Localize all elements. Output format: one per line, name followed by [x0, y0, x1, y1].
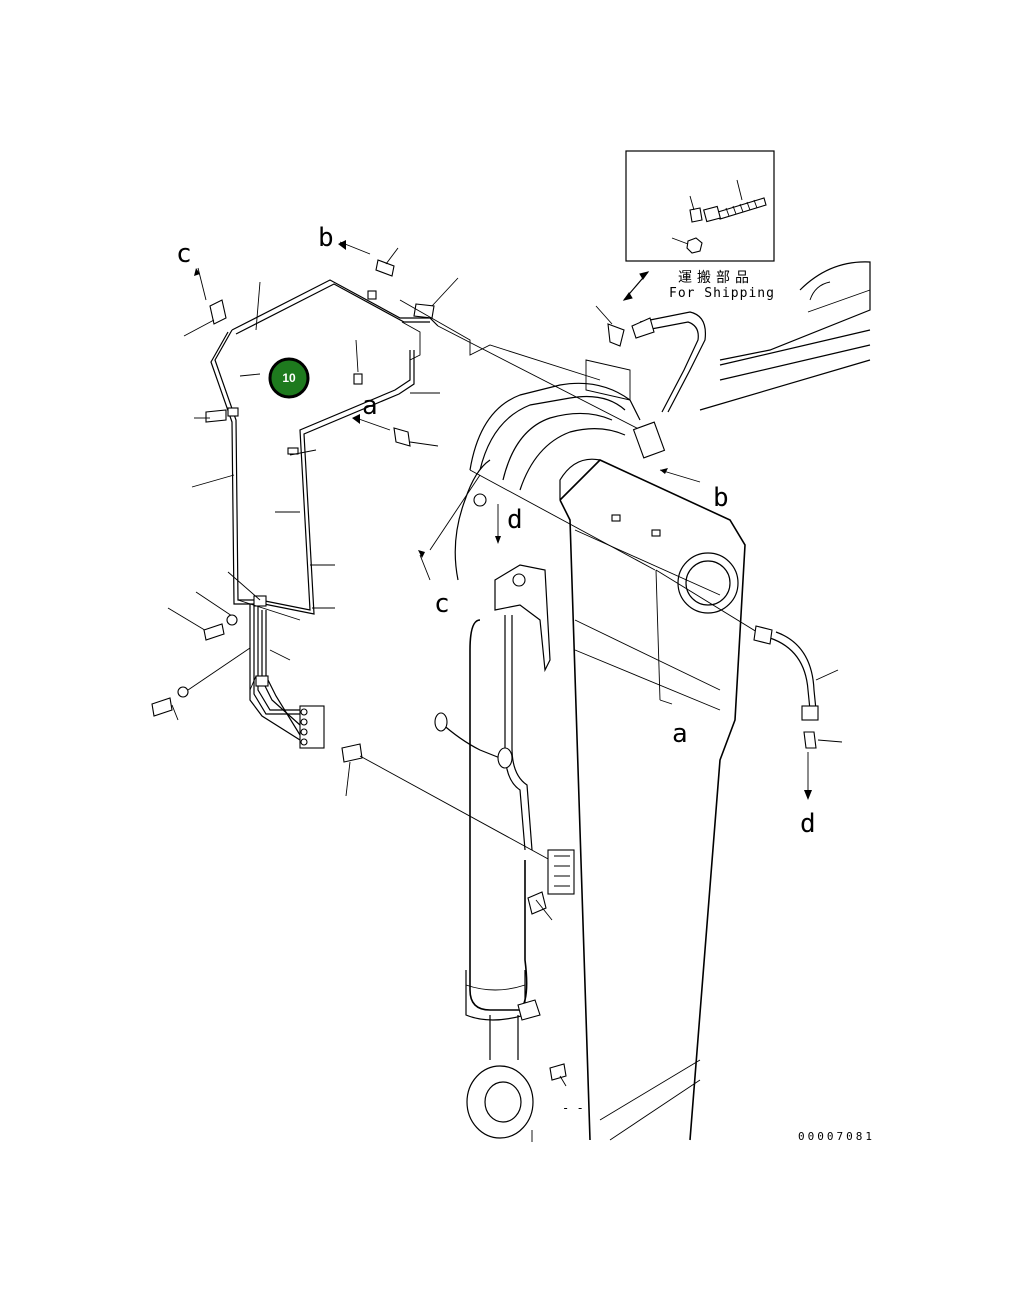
ref-letter-a-top: a: [362, 391, 378, 421]
manifold-block: [632, 421, 666, 459]
inset-frame: [625, 150, 775, 262]
arrows: [194, 240, 701, 705]
fitting-c: [209, 299, 227, 325]
part-number: 00007081: [798, 1130, 875, 1143]
elbow-fitting: [607, 323, 625, 347]
callout-label[interactable]: 10: [282, 371, 296, 385]
leader-to-block: [359, 755, 551, 861]
callout-circle[interactable]: [268, 357, 310, 399]
fitting-bottom-left: [341, 743, 363, 763]
hose-end-fitting: [801, 705, 819, 721]
rod-eye: [466, 1065, 534, 1139]
clamp-block: [547, 849, 575, 895]
piping-assembly: [151, 247, 771, 1142]
fitting-a: [393, 427, 411, 447]
callout-10[interactable]: 10: [268, 357, 310, 399]
inset-nut: [686, 237, 703, 254]
boom-bore-inner: [685, 560, 731, 606]
cylinder-top: [719, 261, 871, 361]
cylinder-body: [469, 619, 528, 1011]
fitting-b: [375, 259, 395, 277]
shipping-inset: 運搬部品 For Shipping: [622, 150, 775, 301]
ref-letter-c-top: c: [176, 239, 192, 269]
ref-letter-d-mid: d: [507, 505, 523, 535]
ref-letter-a-bottom: a: [672, 719, 688, 749]
fitting-top-right: [413, 303, 435, 319]
boom-bracket: [494, 564, 551, 673]
boom-plate-left: [559, 499, 591, 1141]
ref-letter-d-right: d: [800, 809, 816, 839]
ref-letter-b-top: b: [318, 223, 334, 253]
ref-letter-b-right: b: [713, 483, 729, 513]
bolt-upper: [203, 623, 225, 641]
inset-hose-fitting: [703, 205, 721, 223]
inset-label-en: For Shipping: [669, 286, 775, 301]
ref-letter-c-mid: c: [434, 589, 450, 619]
inset-label-jp: 運搬部品: [678, 270, 754, 286]
boom-structure: [434, 261, 871, 1141]
dash-mark: - -: [562, 1101, 584, 1115]
bolt-lower: [151, 697, 173, 717]
right-hose-group: [585, 305, 843, 800]
inset-elbow: [689, 207, 703, 223]
boom-plate-right: [559, 459, 746, 1141]
boom-bore-outer: [677, 552, 739, 614]
